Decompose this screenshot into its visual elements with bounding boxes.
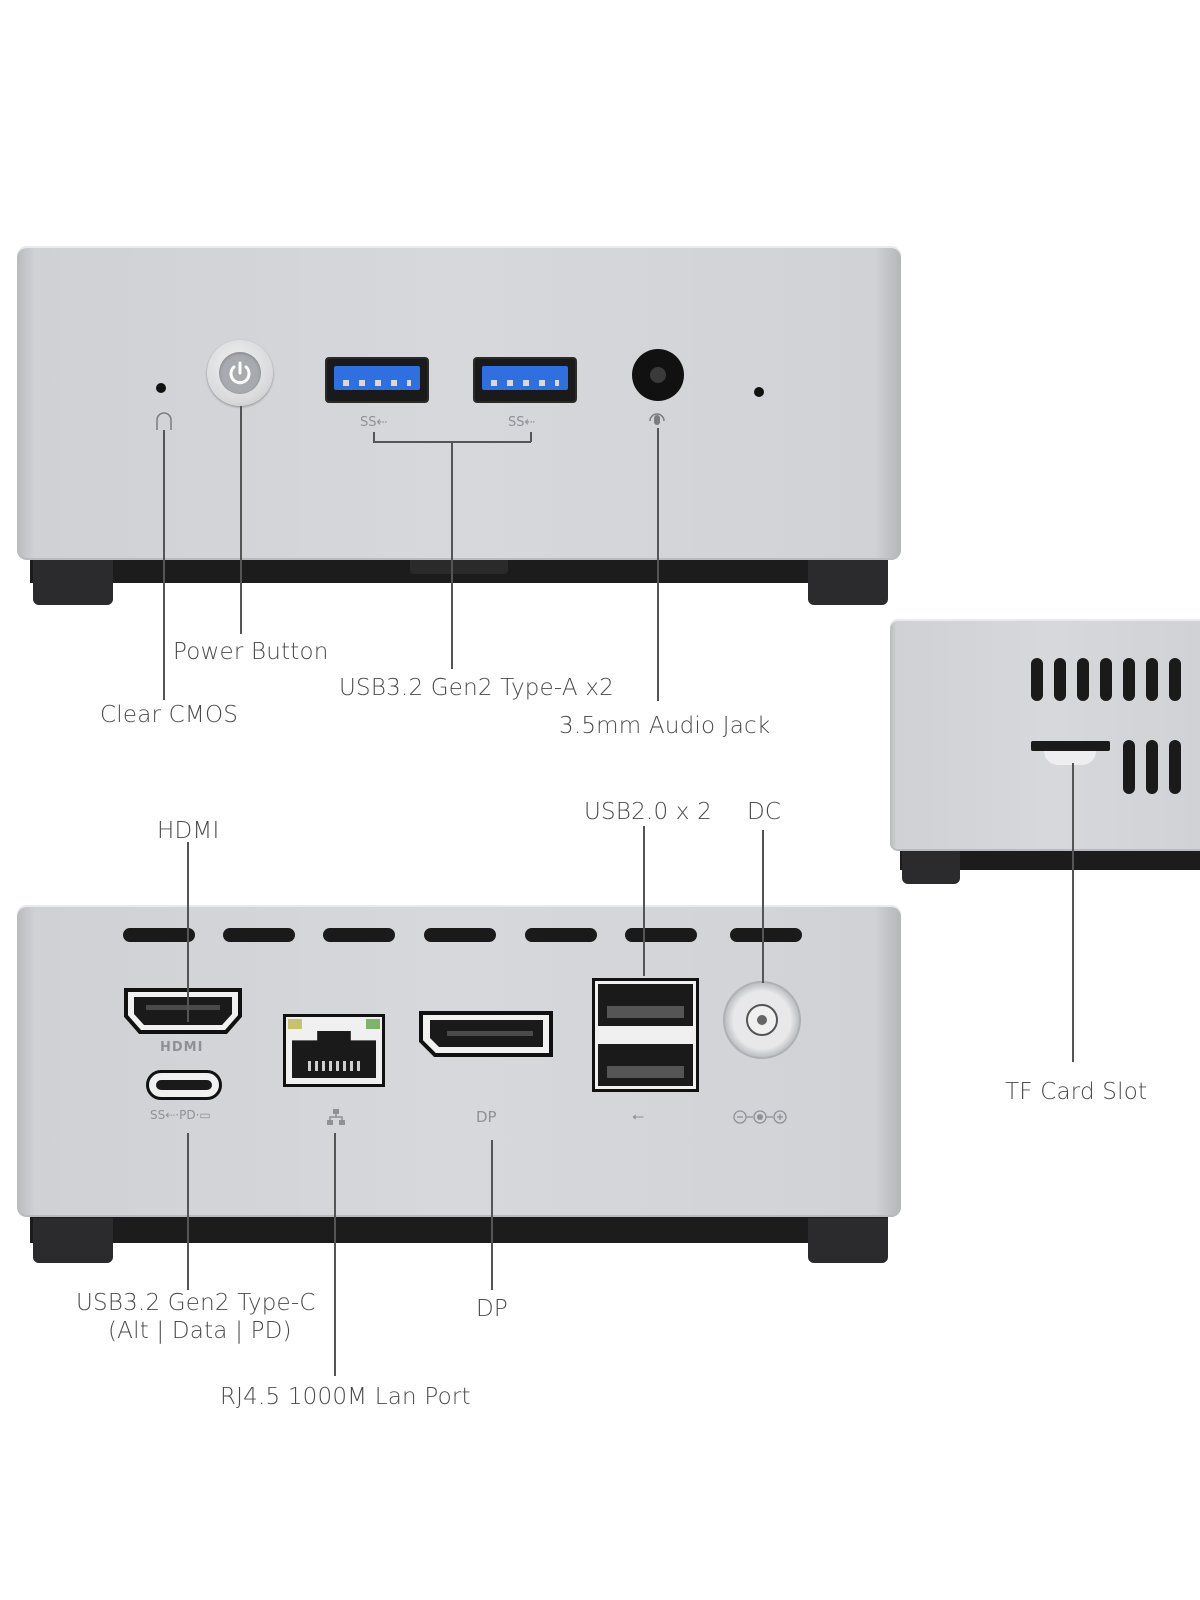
hdmi-marking: HDMI (160, 1040, 204, 1055)
rear-vent (625, 928, 697, 942)
ss-usb-icon: SS⇠ (360, 415, 388, 430)
label-usb32-typec-line2: (Alt | Data | PD) (108, 1318, 292, 1344)
label-audio-jack: 3.5mm Audio Jack (559, 713, 771, 739)
indicator-hole (754, 387, 764, 397)
usb3-pins (343, 380, 411, 386)
vent-slot (1031, 658, 1043, 701)
usb3-pins (491, 380, 559, 386)
leader-hdmi (187, 842, 189, 1022)
vent-slot (1077, 658, 1089, 701)
clear-cmos-icon (156, 412, 172, 430)
rear-vent (123, 928, 195, 942)
label-power-button: Power Button (173, 639, 329, 665)
front-panel (17, 246, 901, 560)
rear-panel (17, 905, 901, 1217)
dp-marking: DP (476, 1108, 497, 1126)
tf-card-notch (1044, 751, 1096, 765)
usb2-tongue (607, 1006, 684, 1018)
rj45-led-right (366, 1019, 380, 1029)
vent-slot (1169, 740, 1181, 794)
usb2-tongue (607, 1066, 684, 1078)
rj45-pins (308, 1061, 360, 1071)
rear-vent (323, 928, 395, 942)
leader-usb3 (451, 441, 453, 669)
vent-slot (1146, 658, 1158, 701)
vent-slot (1123, 740, 1135, 794)
vent-slot (1123, 658, 1135, 701)
side-panel (890, 619, 1200, 851)
label-clear-cmos: Clear CMOS (100, 702, 239, 728)
usb-c-inner (156, 1080, 212, 1090)
displayport-port[interactable] (417, 1009, 555, 1059)
usb2-port-2[interactable] (598, 1044, 693, 1086)
rj45-led-left (288, 1019, 302, 1029)
network-icon (327, 1109, 345, 1125)
usb-c-port[interactable] (146, 1070, 222, 1100)
label-hdmi: HDMI (157, 818, 220, 844)
usb3-tongue (334, 366, 420, 390)
rear-vent (424, 928, 496, 942)
tf-card-slot[interactable] (1031, 741, 1110, 751)
rear-vent (525, 928, 597, 942)
vent-slot (1169, 658, 1181, 701)
leader-usb-c (187, 1133, 189, 1290)
usb2-port-1[interactable] (598, 984, 693, 1026)
label-tf-card: TF Card Slot (1005, 1079, 1148, 1105)
rear-vent (730, 928, 802, 942)
leader-usb2 (643, 826, 645, 976)
usb-icon: ⭠ (632, 1107, 645, 1125)
front-foot-left (33, 560, 113, 605)
leader-tf-card (1072, 763, 1074, 1062)
power-button[interactable] (207, 340, 273, 406)
dc-polarity-icon (733, 1110, 787, 1124)
leader-power-button (240, 406, 242, 634)
front-center-notch (410, 560, 508, 574)
ss-pd-display-icon: SS⇠·PD·▭ (150, 1108, 211, 1122)
vent-slot (1146, 740, 1158, 794)
usb2-stack (592, 978, 699, 1092)
rj45-port[interactable] (283, 1014, 385, 1087)
rear-vent (223, 928, 295, 942)
label-usb32-typec-line1: USB3.2 Gen2 Type-C (76, 1290, 316, 1316)
leader-dc (762, 830, 764, 983)
label-dc: DC (747, 799, 782, 825)
rear-foot-right (808, 1218, 888, 1263)
label-dp: DP (476, 1296, 508, 1322)
dc-port-inner (746, 1004, 778, 1036)
audio-jack[interactable] (632, 349, 684, 401)
audio-jack-hole (650, 367, 666, 383)
usb3-tongue (482, 366, 568, 390)
power-icon (229, 361, 251, 385)
dc-port[interactable] (723, 981, 801, 1059)
vent-slot (1100, 658, 1112, 701)
leader-audio (657, 428, 659, 701)
front-foot-right (808, 560, 888, 605)
clear-cmos-hole[interactable] (156, 383, 166, 393)
hdmi-port[interactable] (122, 986, 244, 1036)
ss-usb-icon: SS⇠ (508, 415, 536, 430)
leader-clear-cmos (163, 430, 165, 700)
usb3-port-2[interactable] (473, 357, 577, 403)
dc-pin (757, 1015, 767, 1025)
label-usb32-typea: USB3.2 Gen2 Type-A x2 (339, 675, 614, 701)
leader-usb-bracket-left (373, 432, 375, 442)
headset-mic-icon (649, 413, 665, 425)
vent-slot (1054, 658, 1066, 701)
leader-rj45 (334, 1133, 336, 1376)
label-rj45: RJ4.5 1000M Lan Port (220, 1384, 471, 1410)
side-foot (902, 850, 960, 884)
label-usb20: USB2.0 x 2 (584, 799, 712, 825)
leader-dp (491, 1140, 493, 1290)
usb3-port-1[interactable] (325, 357, 429, 403)
rear-foot-left (33, 1218, 113, 1263)
leader-usb-bracket-right (530, 432, 532, 442)
